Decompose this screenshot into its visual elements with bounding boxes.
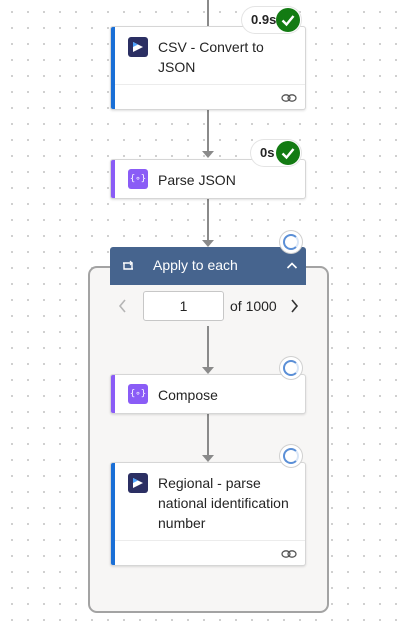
running-status-icon [280,445,302,467]
duration-badge: 0s [251,140,301,166]
card-accent [111,375,115,413]
action-card-compose[interactable]: {∘} Compose [110,374,306,414]
duration-badge: 0.9s [242,7,301,33]
card-accent [111,463,115,565]
data-operation-icon: {∘} [128,169,148,189]
card-footer [115,84,305,109]
apply-to-each-header[interactable]: Apply to each [110,247,306,285]
connector-line [207,326,209,370]
connector-arrow [202,455,214,462]
connector-line [207,0,209,26]
duration-text: 0s [260,145,275,160]
connector-arrow [202,240,214,247]
loop-title: Apply to each [153,257,238,273]
action-title: Regional - parse national identification… [158,475,289,531]
success-check-icon [276,8,300,32]
action-title: Parse JSON [158,172,236,188]
duration-text: 0.9s [251,12,277,27]
power-automate-desktop-icon [128,37,148,57]
loop-icon [123,260,133,270]
card-accent [111,27,115,109]
running-status-icon [280,357,302,379]
connector-arrow [202,151,214,158]
action-card-parse-json[interactable]: {∘} Parse JSON [110,159,306,199]
running-status-icon [280,231,302,253]
connector-line [207,199,209,243]
link-icon[interactable] [281,548,297,560]
data-operation-icon: {∘} [128,384,148,404]
card-footer [115,540,305,565]
connector-line [207,110,209,154]
action-title: Compose [158,387,218,403]
link-icon[interactable] [281,92,297,104]
action-title: CSV - Convert to JSON [158,39,264,75]
connector-line [207,414,209,458]
success-check-icon [276,141,300,165]
chevron-up-icon[interactable] [286,261,298,271]
power-automate-desktop-icon [128,473,148,493]
chevron-left-icon[interactable] [116,298,130,314]
chevron-right-icon[interactable] [287,298,301,314]
action-card-regional-parse[interactable]: Regional - parse national identification… [110,462,306,566]
action-card-csv-convert[interactable]: CSV - Convert to JSON [110,26,306,110]
iteration-total: of 1000 [230,298,277,314]
iteration-input[interactable]: 1 [143,291,224,321]
card-accent [111,160,115,198]
connector-arrow [202,367,214,374]
